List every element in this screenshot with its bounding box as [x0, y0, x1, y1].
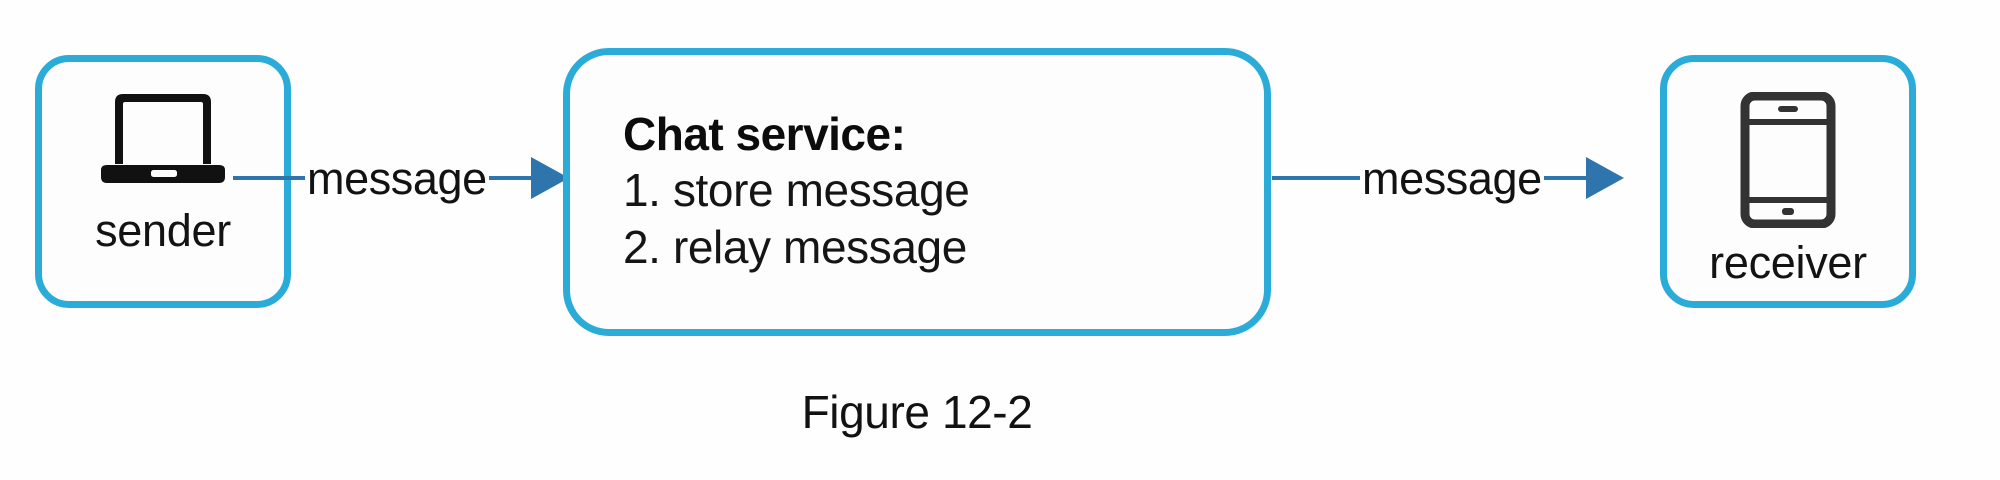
laptop-icon — [93, 92, 233, 192]
node-sender-label: sender — [95, 205, 231, 256]
node-receiver[interactable]: receiver — [1660, 55, 1916, 308]
connector-label-message-1: message — [307, 152, 487, 204]
node-sender[interactable]: sender — [35, 55, 291, 308]
chat-service-step-2: 2. relay message — [623, 221, 967, 274]
connector-label-message-2: message — [1362, 152, 1542, 204]
smartphone-icon — [1740, 92, 1836, 228]
connector-line-left — [1272, 176, 1360, 180]
connector-sender-to-service: message — [233, 148, 569, 208]
chat-service-text-block: Chat service: 1. store message 2. relay … — [623, 108, 970, 275]
figure-caption: Figure 12-2 — [801, 386, 1033, 438]
connector-line-left — [233, 176, 305, 180]
node-chat-service[interactable]: Chat service: 1. store message 2. relay … — [563, 48, 1271, 336]
chat-service-step-1: 1. store message — [623, 164, 970, 217]
arrow-head-icon — [530, 157, 569, 199]
node-receiver-label: receiver — [1709, 237, 1867, 288]
arrow-head-icon — [1585, 157, 1624, 199]
connector-line-right — [488, 176, 531, 180]
connector-line-right — [1543, 176, 1586, 180]
chat-service-title: Chat service: — [623, 108, 906, 161]
connector-service-to-receiver: message — [1272, 148, 1624, 208]
